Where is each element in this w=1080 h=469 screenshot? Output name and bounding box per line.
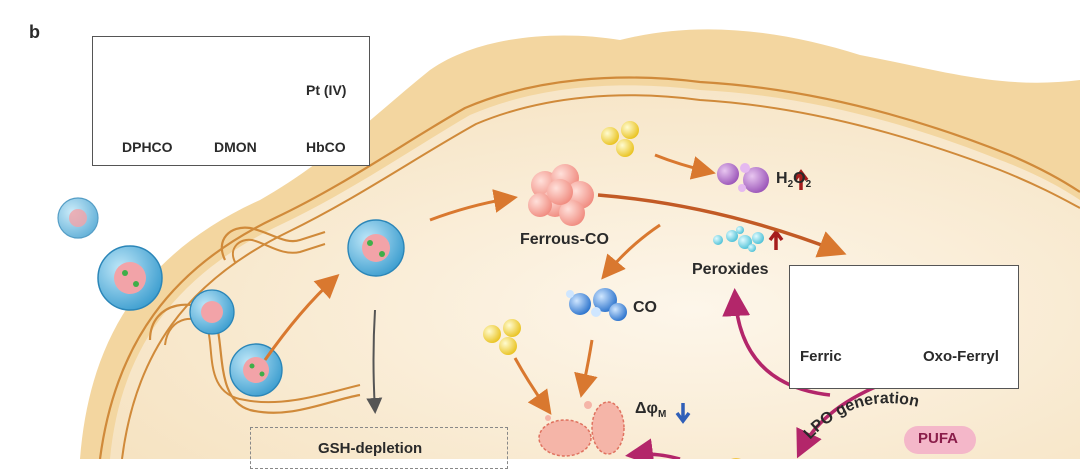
oxo-ferryl-label: Oxo-Ferryl bbox=[923, 348, 999, 365]
nanoparticle-extracellular-large bbox=[97, 245, 163, 311]
mitochondria-damaged-icon bbox=[538, 401, 625, 457]
panel-label: b bbox=[29, 22, 40, 42]
legend-box bbox=[92, 36, 370, 166]
co-molecule-icon bbox=[566, 288, 627, 321]
arrow-np-to-cytoplasm bbox=[263, 273, 340, 361]
yellow-molecule-mid bbox=[483, 319, 521, 355]
peroxides-up-arrow bbox=[768, 229, 784, 250]
h2o2-up-arrow bbox=[793, 169, 809, 190]
arrow-np-to-ferrous bbox=[429, 189, 518, 222]
arrow-ferrous-to-co bbox=[601, 223, 661, 280]
nanoparticle-entering bbox=[189, 289, 235, 335]
pufa-label: PUFA bbox=[918, 430, 959, 447]
peroxides-label: Peroxides bbox=[692, 261, 769, 278]
delta-phi-label: ΔφM bbox=[635, 400, 666, 420]
yellow-molecule-top bbox=[601, 121, 639, 157]
membrane-potential-down-arrow bbox=[675, 403, 691, 424]
membrane-line-inner bbox=[121, 94, 1080, 459]
arrow-bottom-magenta bbox=[625, 438, 681, 459]
legend-label-hbco: HbCO bbox=[306, 139, 346, 155]
legend-label-dphco: DPHCO bbox=[122, 139, 173, 155]
ferrous-co-label: Ferrous-CO bbox=[520, 231, 609, 248]
h2o2-h: H bbox=[776, 170, 788, 187]
ferric-cycle-box bbox=[789, 265, 1019, 389]
nanoparticle-extracellular-small bbox=[57, 197, 99, 239]
arrow-pufa-to-lpo bbox=[796, 383, 881, 459]
nanoparticle-cytoplasm bbox=[347, 219, 405, 277]
pufa-badge bbox=[904, 426, 976, 454]
delta-phi-sub: M bbox=[657, 409, 667, 421]
ferric-label: Ferric bbox=[800, 348, 842, 365]
endosome-loop bbox=[148, 303, 361, 414]
arrow-lpo-to-peroxides bbox=[722, 288, 831, 397]
arrow-to-gsh bbox=[366, 309, 383, 414]
ferrous-co-cluster bbox=[528, 164, 594, 226]
co-label: CO bbox=[633, 299, 657, 316]
h2o2-sub1: 2 bbox=[787, 179, 794, 191]
h2o2-sub2: 2 bbox=[805, 179, 812, 191]
legend-label-dmon: DMON bbox=[214, 139, 257, 155]
nanoparticle-endosome bbox=[229, 343, 283, 397]
peroxides-molecule-icon bbox=[713, 226, 764, 252]
h2o2-o: O bbox=[793, 170, 806, 187]
arrow-yellow-to-mito bbox=[513, 357, 552, 415]
h2o2-label: H2O2 bbox=[776, 170, 811, 190]
membrane-line-outer bbox=[98, 76, 1080, 459]
arrow-ferrous-to-ferric bbox=[597, 193, 847, 258]
arrow-yellow-to-h2o2 bbox=[654, 153, 716, 180]
legend-label-pt: Pt (IV) bbox=[306, 82, 347, 98]
endocytic-invagination bbox=[220, 226, 326, 261]
arrow-co-to-mito bbox=[574, 339, 598, 398]
gsh-depletion-label: GSH-depletion bbox=[318, 440, 423, 457]
delta-phi-text: Δφ bbox=[635, 400, 658, 417]
h2o2-molecule-icon bbox=[717, 163, 769, 193]
